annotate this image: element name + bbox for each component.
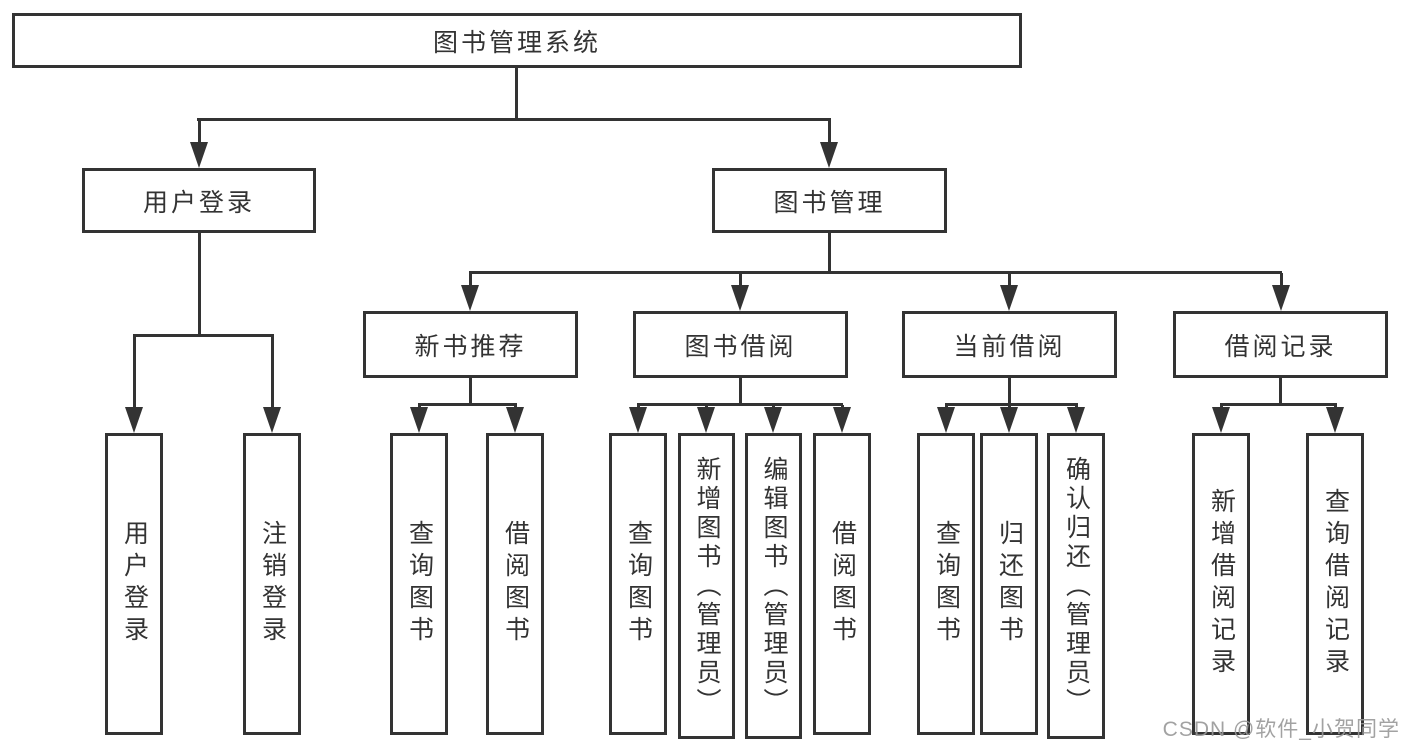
leaf-label: 新增图书（管理员） <box>693 455 721 717</box>
node-label: 借阅记录 <box>1224 332 1337 361</box>
arrow-down-icon <box>460 273 479 311</box>
node-label: 图书借阅 <box>684 332 797 361</box>
arrow-down-icon <box>936 405 955 433</box>
connector-line <box>197 118 831 121</box>
leaf-cb-confirm-return-admin: 确认归还（管理员） <box>1047 433 1105 739</box>
leaf-nb-borrow-book: 借阅图书 <box>486 433 544 735</box>
leaf-bb-query-book: 查询图书 <box>609 433 667 735</box>
node-book-management: 图书管理 <box>712 168 947 233</box>
node-label: 当前借阅 <box>953 332 1066 361</box>
leaf-bb-borrow-book: 借阅图书 <box>813 433 871 735</box>
leaf-label: 查询图书 <box>405 520 434 648</box>
node-label: 用户登录 <box>142 188 255 217</box>
node-label: 图书管理系统 <box>432 28 601 57</box>
connector-line <box>636 403 843 406</box>
arrow-down-icon <box>832 405 851 433</box>
leaf-cb-return-book: 归还图书 <box>980 433 1038 735</box>
leaf-user-logout: 注销登录 <box>243 433 301 735</box>
connector-line <box>828 233 831 273</box>
arrow-down-icon <box>697 405 715 433</box>
arrow-down-icon <box>730 273 749 311</box>
leaf-br-query-record: 查询借阅记录 <box>1306 433 1364 735</box>
leaf-label: 借阅图书 <box>828 520 857 648</box>
leaf-label: 查询图书 <box>932 520 961 648</box>
arrow-down-icon <box>1211 405 1230 433</box>
csdn-watermark: CSDN @软件_小贺同学 <box>1162 718 1400 741</box>
node-label: 图书管理 <box>773 188 886 217</box>
connector-line <box>417 403 517 406</box>
leaf-label: 注销登录 <box>258 520 287 648</box>
leaf-label: 新增借阅记录 <box>1207 488 1236 680</box>
arrow-down-icon <box>409 405 428 433</box>
leaf-label: 归还图书 <box>995 520 1024 648</box>
leaf-label: 编辑图书（管理员） <box>760 455 788 717</box>
connector-line <box>469 271 1282 274</box>
connector-line <box>469 378 472 405</box>
connector-line <box>132 334 274 337</box>
connector-line <box>515 68 518 120</box>
node-current-borrow: 当前借阅 <box>902 311 1117 378</box>
leaf-label: 用户登录 <box>120 520 149 648</box>
leaf-cb-query-book: 查询图书 <box>917 433 975 735</box>
leaf-label: 查询图书 <box>624 520 653 648</box>
leaf-label: 查询借阅记录 <box>1321 488 1350 680</box>
leaf-user-login: 用户登录 <box>105 433 163 735</box>
connector-line <box>1219 403 1337 406</box>
leaf-nb-query-book: 查询图书 <box>390 433 448 735</box>
arrow-down-icon <box>764 405 782 433</box>
arrow-down-icon <box>999 405 1018 433</box>
arrow-down-icon <box>819 120 838 168</box>
connector-line <box>1279 378 1282 405</box>
connector-line <box>1008 378 1011 405</box>
leaf-bb-add-book-admin: 新增图书（管理员） <box>678 433 735 739</box>
arrow-down-icon <box>1066 405 1085 433</box>
node-book-borrow: 图书借阅 <box>633 311 848 378</box>
leaf-bb-edit-book-admin: 编辑图书（管理员） <box>745 433 802 739</box>
arrow-down-icon <box>999 273 1018 311</box>
arrow-down-icon <box>124 336 143 433</box>
arrow-down-icon <box>1325 405 1344 433</box>
arrow-down-icon <box>628 405 647 433</box>
leaf-label: 确认归还（管理员） <box>1062 455 1091 717</box>
connector-line <box>739 378 742 405</box>
arrow-down-icon <box>505 405 524 433</box>
node-user-login: 用户登录 <box>82 168 316 233</box>
node-borrow-record: 借阅记录 <box>1173 311 1388 378</box>
connector-line <box>197 233 201 336</box>
node-book-management-system: 图书管理系统 <box>12 13 1022 68</box>
arrow-down-icon <box>189 120 208 168</box>
arrow-down-icon <box>1271 273 1290 311</box>
leaf-label: 借阅图书 <box>501 520 530 648</box>
arrow-down-icon <box>262 336 281 433</box>
leaf-br-add-record: 新增借阅记录 <box>1192 433 1250 735</box>
node-new-book-recommend: 新书推荐 <box>363 311 578 378</box>
connector-line <box>944 403 1078 406</box>
node-label: 新书推荐 <box>414 332 527 361</box>
